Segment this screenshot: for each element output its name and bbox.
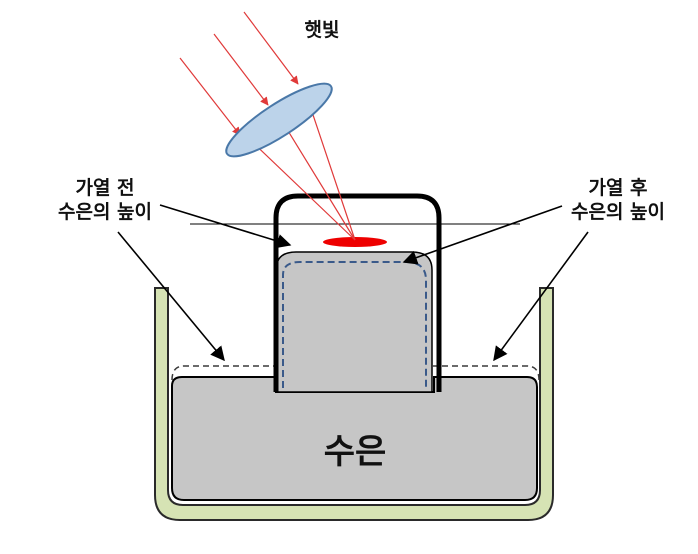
before-arrow-tube	[159, 204, 292, 249]
sun-ray-1	[179, 57, 241, 136]
mercury-label: 수은	[323, 432, 387, 472]
hot-spot-icon	[323, 237, 387, 247]
sun-ray-2	[213, 33, 269, 106]
mercury-column	[275, 251, 433, 393]
before-label-line2: 수은의 높이	[57, 201, 152, 223]
convex-lens-icon	[225, 82, 333, 158]
focus-ray-1	[243, 133, 356, 241]
after-label-line1: 가열 후	[588, 177, 648, 199]
after-label-line2: 수은의 높이	[570, 201, 665, 223]
level-before-outline-right	[432, 365, 540, 381]
after-heating-label: 가열 후 수은의 높이	[548, 176, 688, 224]
before-label-line1: 가열 전	[75, 177, 135, 199]
sunlight-label: 햇빛	[304, 19, 340, 41]
sun-ray-3	[243, 11, 299, 85]
basin-wall	[154, 287, 554, 521]
glass-tube	[273, 193, 442, 392]
mercury-pool	[171, 376, 538, 501]
level-before-outline	[171, 365, 276, 381]
after-arrow-tube	[402, 205, 563, 265]
before-arrow-pool	[117, 231, 225, 362]
before-heating-label: 가열 전 수은의 높이	[20, 176, 190, 224]
level-after-outline	[282, 261, 427, 388]
after-arrow-pool	[493, 231, 589, 362]
